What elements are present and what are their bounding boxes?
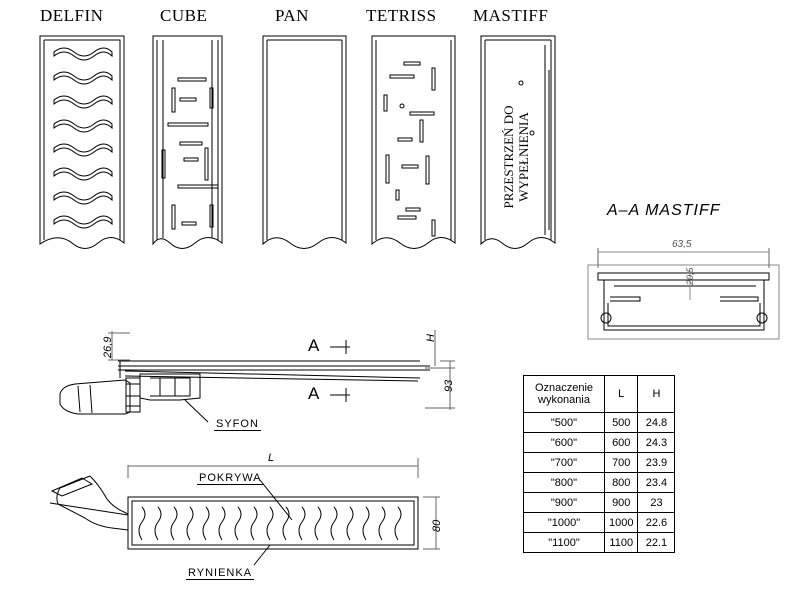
delfin-wave-slots (53, 47, 113, 229)
mastiff-fill-space-label: PRZESTRZEŃ DO WYPEŁNIENIA (488, 92, 544, 222)
panel-title-tetriss: TETRISS (366, 6, 437, 25)
wave-slot (186, 506, 194, 541)
section-a-a-mastiff (587, 248, 780, 340)
panel-title-mastiff: MASTIFF (473, 6, 549, 25)
panel-title-delfin: DELFIN (40, 6, 104, 25)
wave-slot (53, 215, 113, 229)
wave-slot (362, 506, 370, 541)
cell-l: 800 (603, 472, 639, 493)
header-h: H (637, 375, 676, 413)
panel-tetriss (371, 35, 456, 249)
cell-l: 1000 (603, 512, 639, 533)
cell-h: 24.8 (637, 412, 676, 433)
wave-slot (234, 506, 242, 541)
section-height-dim: 20,5 (685, 267, 695, 285)
cell-h: 22.1 (637, 532, 676, 553)
wave-slot (394, 506, 402, 541)
top-view (49, 458, 440, 566)
cell-oznaczenie: "800" (523, 472, 605, 493)
panel-title-cube: CUBE (160, 6, 208, 25)
wave-slot (202, 506, 210, 541)
cell-h: 22.6 (637, 512, 676, 533)
dim-93: 93 (443, 379, 455, 392)
wave-slot (282, 506, 290, 541)
wave-slot (53, 191, 113, 205)
wave-slot (346, 506, 354, 541)
header-l: L (603, 375, 639, 413)
cell-oznaczenie: "500" (523, 412, 605, 433)
dim-h: H (425, 334, 437, 342)
panel-cube (152, 35, 223, 249)
panel-delfin (39, 35, 125, 249)
cell-h: 23.4 (637, 472, 676, 493)
cell-h: 23.9 (637, 452, 676, 473)
section-mark-a-bottom: A (308, 384, 320, 403)
wave-slot (53, 143, 113, 157)
cell-oznaczenie: "600" (523, 432, 605, 453)
header-oznaczenie-text: Oznaczenie wykonania (534, 382, 594, 406)
section-title: A–A MASTIFF (607, 202, 721, 219)
mastiff-fill-line1: PRZESTRZEŃ DO (501, 105, 516, 209)
rynienka-label: RYNIENKA (186, 567, 255, 580)
wave-slot (298, 506, 306, 541)
wave-slot (170, 506, 178, 541)
wave-slot (250, 506, 258, 541)
header-oznaczenie: Oznaczenie wykonania (523, 375, 605, 413)
wave-slot (330, 506, 338, 541)
panel-pan (262, 35, 347, 249)
wave-slot (154, 506, 162, 541)
cell-oznaczenie: "700" (523, 452, 605, 473)
cell-h: 23 (637, 492, 676, 513)
wave-slot (138, 506, 146, 541)
wave-slot (53, 167, 113, 181)
spec-table-header: Oznaczenie wykonania L H (523, 375, 676, 413)
mastiff-fill-line2: WYPEŁNIENIA (516, 112, 531, 202)
wave-slot (53, 47, 113, 61)
top-view-wave-slots (138, 506, 402, 541)
section-width-dim: 63,5 (672, 239, 692, 250)
cell-l: 1100 (603, 532, 639, 553)
cell-l: 700 (603, 452, 639, 473)
wave-slot (314, 506, 322, 541)
wave-slot (378, 506, 386, 541)
dim-26-9: 26,9 (102, 336, 114, 358)
cell-l: 600 (603, 432, 639, 453)
cell-oznaczenie: "1000" (523, 512, 605, 533)
panel-title-pan: PAN (275, 6, 309, 25)
cell-oznaczenie: "900" (523, 492, 605, 513)
pokrywa-label: POKRYWA (197, 472, 264, 485)
wave-slot (266, 506, 274, 541)
cell-l: 500 (603, 412, 639, 433)
wave-slot (218, 506, 226, 541)
wave-slot (53, 119, 113, 133)
dim-l: L (268, 452, 275, 464)
dim-80: 80 (431, 519, 443, 532)
side-view (59, 330, 455, 423)
cell-h: 24.3 (637, 432, 676, 453)
cell-l: 900 (603, 492, 639, 513)
syfon-label: SYFON (214, 418, 261, 431)
panel-mastiff (480, 35, 556, 249)
section-mark-a-top: A (308, 336, 320, 355)
wave-slot (53, 95, 113, 109)
cell-oznaczenie: "1100" (523, 532, 605, 553)
wave-slot (53, 71, 113, 85)
